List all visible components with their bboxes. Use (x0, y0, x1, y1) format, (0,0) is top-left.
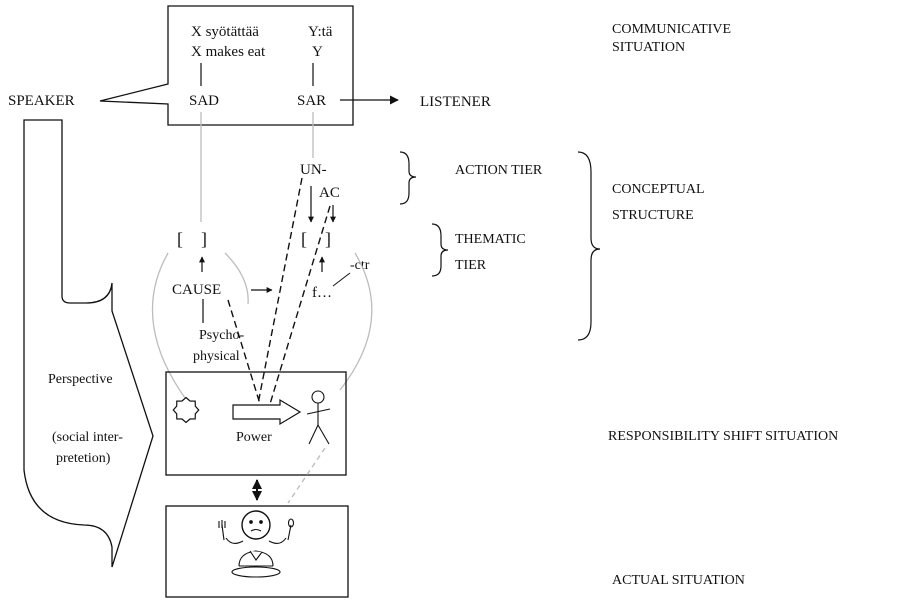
power-arrow-icon (232, 398, 302, 426)
communicative-label-2: SITUATION (612, 40, 685, 55)
english-subject: X makes eat (191, 44, 266, 60)
burst-icon (172, 396, 200, 424)
sar-label: SAR (297, 93, 326, 109)
un-label: UN- (300, 162, 327, 178)
psycho-label-1: Psycho- (199, 328, 244, 343)
perspective-arrow (23, 119, 154, 568)
stick-figure-icon (306, 390, 331, 445)
power-label: Power (236, 430, 272, 445)
listener-label: LISTENER (420, 94, 491, 110)
actual-situation-label: ACTUAL SITUATION (612, 573, 745, 588)
conceptual-structure-brace (577, 151, 601, 341)
figure-to-actual-dashed (287, 447, 326, 504)
perspective-label: Perspective (48, 372, 113, 387)
speech-bubble (99, 5, 354, 126)
ac-label: AC (319, 185, 340, 201)
ctr-label: -ctr (350, 258, 370, 273)
right-arc (339, 252, 373, 391)
left-bracket: [ ] (177, 229, 207, 249)
cause-label: CAUSE (172, 282, 221, 298)
english-object: Y (312, 44, 323, 60)
action-tier-brace (399, 151, 417, 205)
finnish-object: Y:tä (308, 24, 333, 40)
thematic-tier-label-2: TIER (455, 258, 487, 273)
actual-situation-box (165, 505, 349, 598)
thematic-tier-brace (431, 223, 449, 277)
middle-arc (224, 252, 249, 305)
cause-dashed-line (227, 299, 261, 405)
speaker-label: SPEAKER (8, 93, 75, 109)
sad-label: SAD (189, 93, 219, 109)
finnish-subject: X syötättää (191, 24, 259, 40)
psycho-label-2: physical (193, 349, 240, 364)
f-label: f… (312, 285, 332, 301)
ctr-link (332, 272, 351, 287)
conceptual-label-2: STRUCTURE (612, 208, 694, 223)
child-eating-cake-icon (218, 510, 295, 578)
social-label-2: pretetion) (56, 451, 111, 466)
responsibility-shift-label: RESPONSIBILITY SHIFT SITUATION (608, 429, 838, 444)
communicative-label-1: COMMUNICATIVE (612, 22, 731, 37)
un-dashed-line (257, 177, 303, 405)
left-arc (151, 252, 186, 399)
responsibility-box (165, 371, 347, 476)
right-bracket: [ ] (301, 229, 331, 249)
conceptual-label-1: CONCEPTUAL (612, 182, 705, 197)
ac-dashed-line (269, 205, 331, 405)
action-tier-label: ACTION TIER (455, 163, 543, 178)
social-label-1: (social inter- (52, 430, 123, 445)
thematic-tier-label-1: THEMATIC (455, 232, 526, 247)
